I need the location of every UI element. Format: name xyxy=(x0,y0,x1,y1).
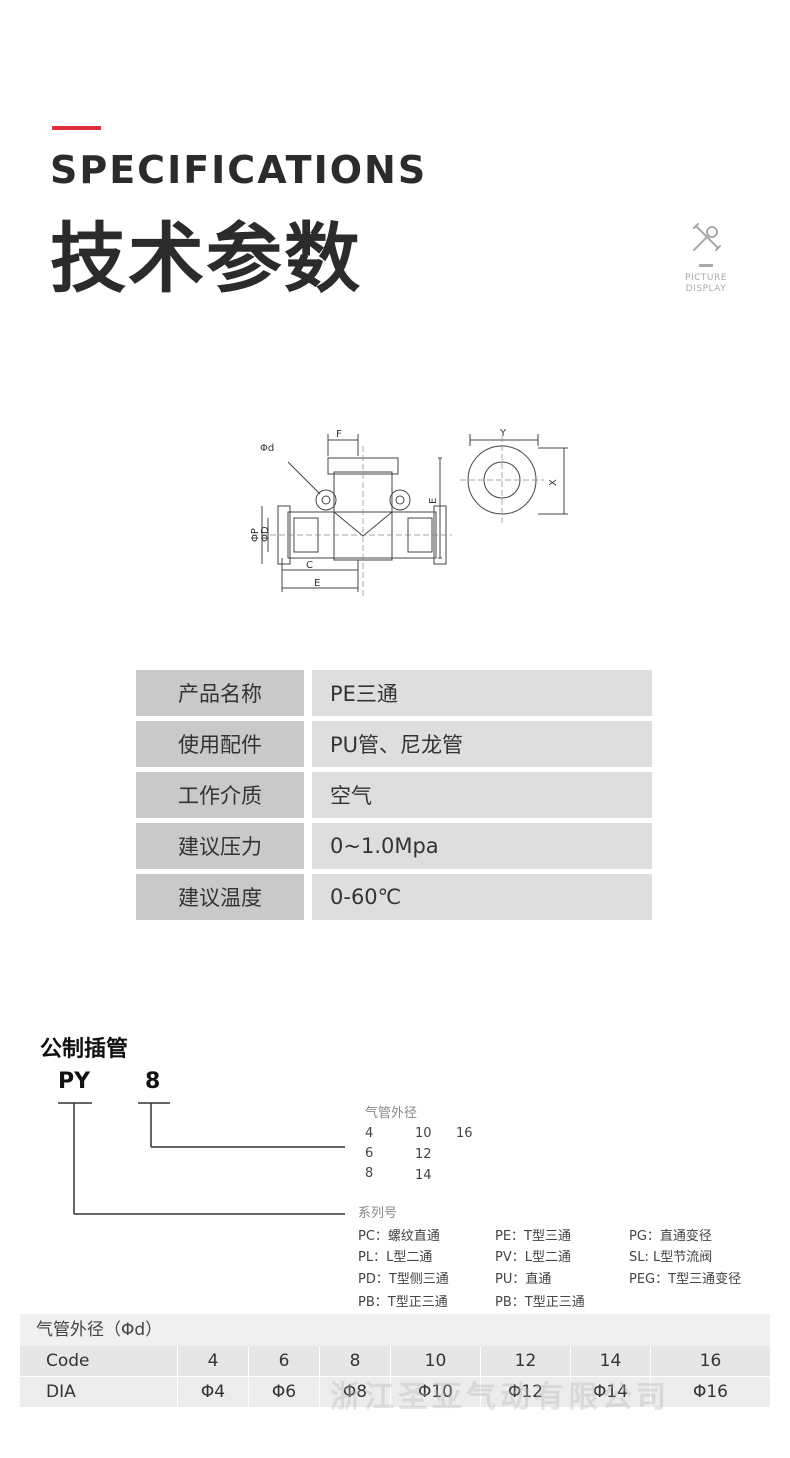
tube-value: 16 xyxy=(456,1126,473,1141)
spec-row: 产品名称 PE三通 xyxy=(136,670,652,716)
spec-label: 建议温度 xyxy=(136,874,304,920)
spec-value: PE三通 xyxy=(312,670,652,716)
badge-text-1: PICTURE xyxy=(685,273,727,283)
title-cn: 技术参数 xyxy=(50,214,362,303)
dia-cell: 14 xyxy=(571,1346,651,1376)
series-item: PG：直通变径 xyxy=(629,1229,712,1244)
series-item: PC：螺纹直通 xyxy=(358,1229,440,1244)
series-item: PE：T型三通 xyxy=(495,1229,571,1244)
spec-row: 建议温度 0-60℃ xyxy=(136,874,652,920)
dia-cell: 8 xyxy=(320,1346,391,1376)
dim-label-e: E xyxy=(314,578,320,589)
spec-label: 建议压力 xyxy=(136,823,304,869)
technical-drawing: Φd F E ΦP ΦD C E Y X xyxy=(250,428,568,596)
series-item: PL：L型二通 xyxy=(358,1250,433,1265)
series-item: PD：T型侧三通 xyxy=(358,1272,449,1287)
title-en: SPECIFICATIONS xyxy=(50,148,428,192)
dia-cell: 16 xyxy=(699,1351,722,1371)
dim-label-d: Φd xyxy=(260,443,274,454)
tube-value: 8 xyxy=(365,1166,374,1181)
dim-label-dd: ΦD xyxy=(260,526,271,542)
dia-cell: 4 xyxy=(178,1346,249,1376)
dim-label-x: X xyxy=(548,479,559,486)
dia-cell: Φ12 xyxy=(481,1377,571,1407)
hole-right xyxy=(389,489,411,511)
tube-value: 10 xyxy=(415,1126,432,1141)
badge-divider xyxy=(699,264,713,267)
dim-label-p: ΦP xyxy=(250,528,261,542)
code-part-size: 8 xyxy=(145,1069,161,1094)
dia-cell: Φ14 xyxy=(571,1377,651,1407)
accent-bar xyxy=(52,126,101,130)
tube-value: 4 xyxy=(365,1126,374,1141)
dim-label-c: C xyxy=(306,560,313,571)
series-title: 系列号 xyxy=(358,1206,398,1221)
series-item: PV：L型二通 xyxy=(495,1250,571,1265)
dia-cell: 12 xyxy=(481,1346,571,1376)
picture-display-badge: PICTURE DISPLAY xyxy=(678,220,734,310)
watermark: 浙江圣亚气动有限公司 xyxy=(330,1380,670,1412)
tube-value: 6 xyxy=(365,1146,374,1161)
spec-label: 工作介质 xyxy=(136,772,304,818)
tube-diameter-title: 气管外径 xyxy=(365,1106,418,1121)
series-item: SL: L型节流阀 xyxy=(629,1250,713,1265)
dim-label-y: Y xyxy=(499,428,507,439)
spec-value: 0~1.0Mpa xyxy=(312,823,652,869)
spec-row: 使用配件 PU管、尼龙管 xyxy=(136,721,652,767)
tube-value: 14 xyxy=(415,1168,432,1183)
dia-cell: 6 xyxy=(249,1346,320,1376)
spec-row: 工作介质 空气 xyxy=(136,772,652,818)
hole-left xyxy=(315,489,337,511)
series-item: PU：直通 xyxy=(495,1272,552,1287)
dia-cell: DIA xyxy=(20,1377,178,1407)
dia-cell: Φ6 xyxy=(249,1377,320,1407)
spec-label: 使用配件 xyxy=(136,721,304,767)
spec-value: 空气 xyxy=(312,772,652,818)
spec-value: 0-60℃ xyxy=(312,874,652,920)
dia-cell: Φ10 xyxy=(391,1377,481,1407)
dia-cell: Φ16 xyxy=(692,1382,728,1402)
code-part-series: PY xyxy=(58,1069,91,1094)
dia-cell: 10 xyxy=(391,1346,481,1376)
dia-cell: Code xyxy=(20,1346,178,1376)
dim-label-e-vertical: E xyxy=(428,498,439,504)
dia-cell: Φ4 xyxy=(178,1377,249,1407)
metric-tube-title: 公制插管 xyxy=(40,1037,129,1062)
spec-row: 建议压力 0~1.0Mpa xyxy=(136,823,652,869)
badge-text-2: DISPLAY xyxy=(685,284,727,294)
series-item: PB：T型正三通 xyxy=(495,1295,585,1310)
dia-table: Code 4 6 8 10 12 14 16 DIA Φ4 Φ6 Φ8 Φ10 … xyxy=(20,1346,770,1408)
dia-table-caption: 气管外径（Φd） xyxy=(20,1314,770,1346)
tools-icon xyxy=(693,223,721,251)
dia-cell: Φ8 xyxy=(320,1377,391,1407)
series-item: PB：T型正三通 xyxy=(358,1295,448,1310)
spec-label: 产品名称 xyxy=(136,670,304,716)
series-item: PEG：T型三通变径 xyxy=(629,1272,742,1287)
spec-value: PU管、尼龙管 xyxy=(312,721,652,767)
dim-label-f: F xyxy=(336,429,342,440)
dia-row-dia: DIA Φ4 Φ6 Φ8 Φ10 Φ12 Φ14 Φ16 xyxy=(20,1377,770,1408)
spec-table: 产品名称 PE三通 使用配件 PU管、尼龙管 工作介质 空气 建议压力 0~1.… xyxy=(136,670,652,925)
dia-row-code: Code 4 6 8 10 12 14 16 xyxy=(20,1346,770,1377)
tube-value: 12 xyxy=(415,1147,432,1162)
